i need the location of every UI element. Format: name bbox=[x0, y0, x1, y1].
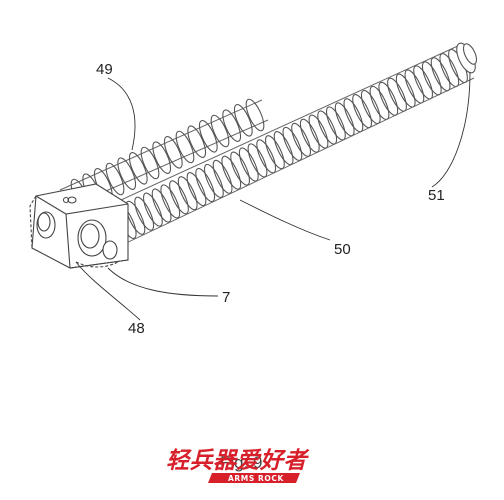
callout-7: 7 bbox=[222, 289, 230, 306]
end-block bbox=[29, 183, 129, 269]
upper-recoil-spring bbox=[70, 98, 265, 212]
spring-coil bbox=[105, 162, 125, 196]
leader-lines bbox=[75, 71, 471, 321]
watermark-logo: 轻兵器爱好者 ARMS ROCK bbox=[166, 448, 310, 483]
leader-48 bbox=[75, 261, 141, 321]
spring-coil bbox=[210, 114, 230, 148]
leader-50 bbox=[239, 199, 331, 241]
spring-coil bbox=[142, 192, 163, 227]
figure-caption: Fig. 9 bbox=[220, 453, 263, 472]
spring-coil bbox=[163, 136, 183, 169]
watermark-chinese-text: 轻兵器爱好者 bbox=[166, 448, 310, 474]
spring-coil bbox=[140, 146, 160, 180]
spring-coil bbox=[186, 172, 207, 207]
callout-49: 49 bbox=[96, 61, 113, 78]
spring-coil bbox=[187, 125, 207, 158]
main-guide-rod bbox=[109, 44, 475, 246]
spring-coil bbox=[198, 120, 218, 153]
spring-coil bbox=[152, 141, 172, 174]
spring-coil bbox=[160, 184, 181, 219]
spring-coil bbox=[233, 104, 253, 137]
spring-coil bbox=[125, 200, 146, 235]
watermark-banner bbox=[208, 473, 300, 483]
spring-coil bbox=[134, 196, 155, 231]
rod-tip bbox=[456, 42, 478, 74]
callout-48: 48 bbox=[128, 320, 145, 337]
spring-coil bbox=[177, 176, 198, 211]
spring-coil bbox=[151, 188, 172, 223]
spring-coil bbox=[245, 98, 265, 132]
leader-7 bbox=[107, 267, 219, 297]
callout-51: 51 bbox=[428, 187, 445, 204]
spring-coil bbox=[169, 180, 189, 215]
spring-coil bbox=[203, 163, 224, 198]
watermark-english-text: ARMS ROCK bbox=[228, 474, 285, 483]
leader-51 bbox=[431, 71, 471, 188]
leader-49 bbox=[107, 77, 136, 151]
callout-50: 50 bbox=[334, 241, 351, 258]
spring-coil bbox=[117, 157, 137, 190]
spring-coil bbox=[128, 152, 148, 185]
spring-coil bbox=[222, 109, 242, 142]
spring-coil bbox=[175, 130, 195, 164]
spring-coil bbox=[195, 167, 216, 203]
